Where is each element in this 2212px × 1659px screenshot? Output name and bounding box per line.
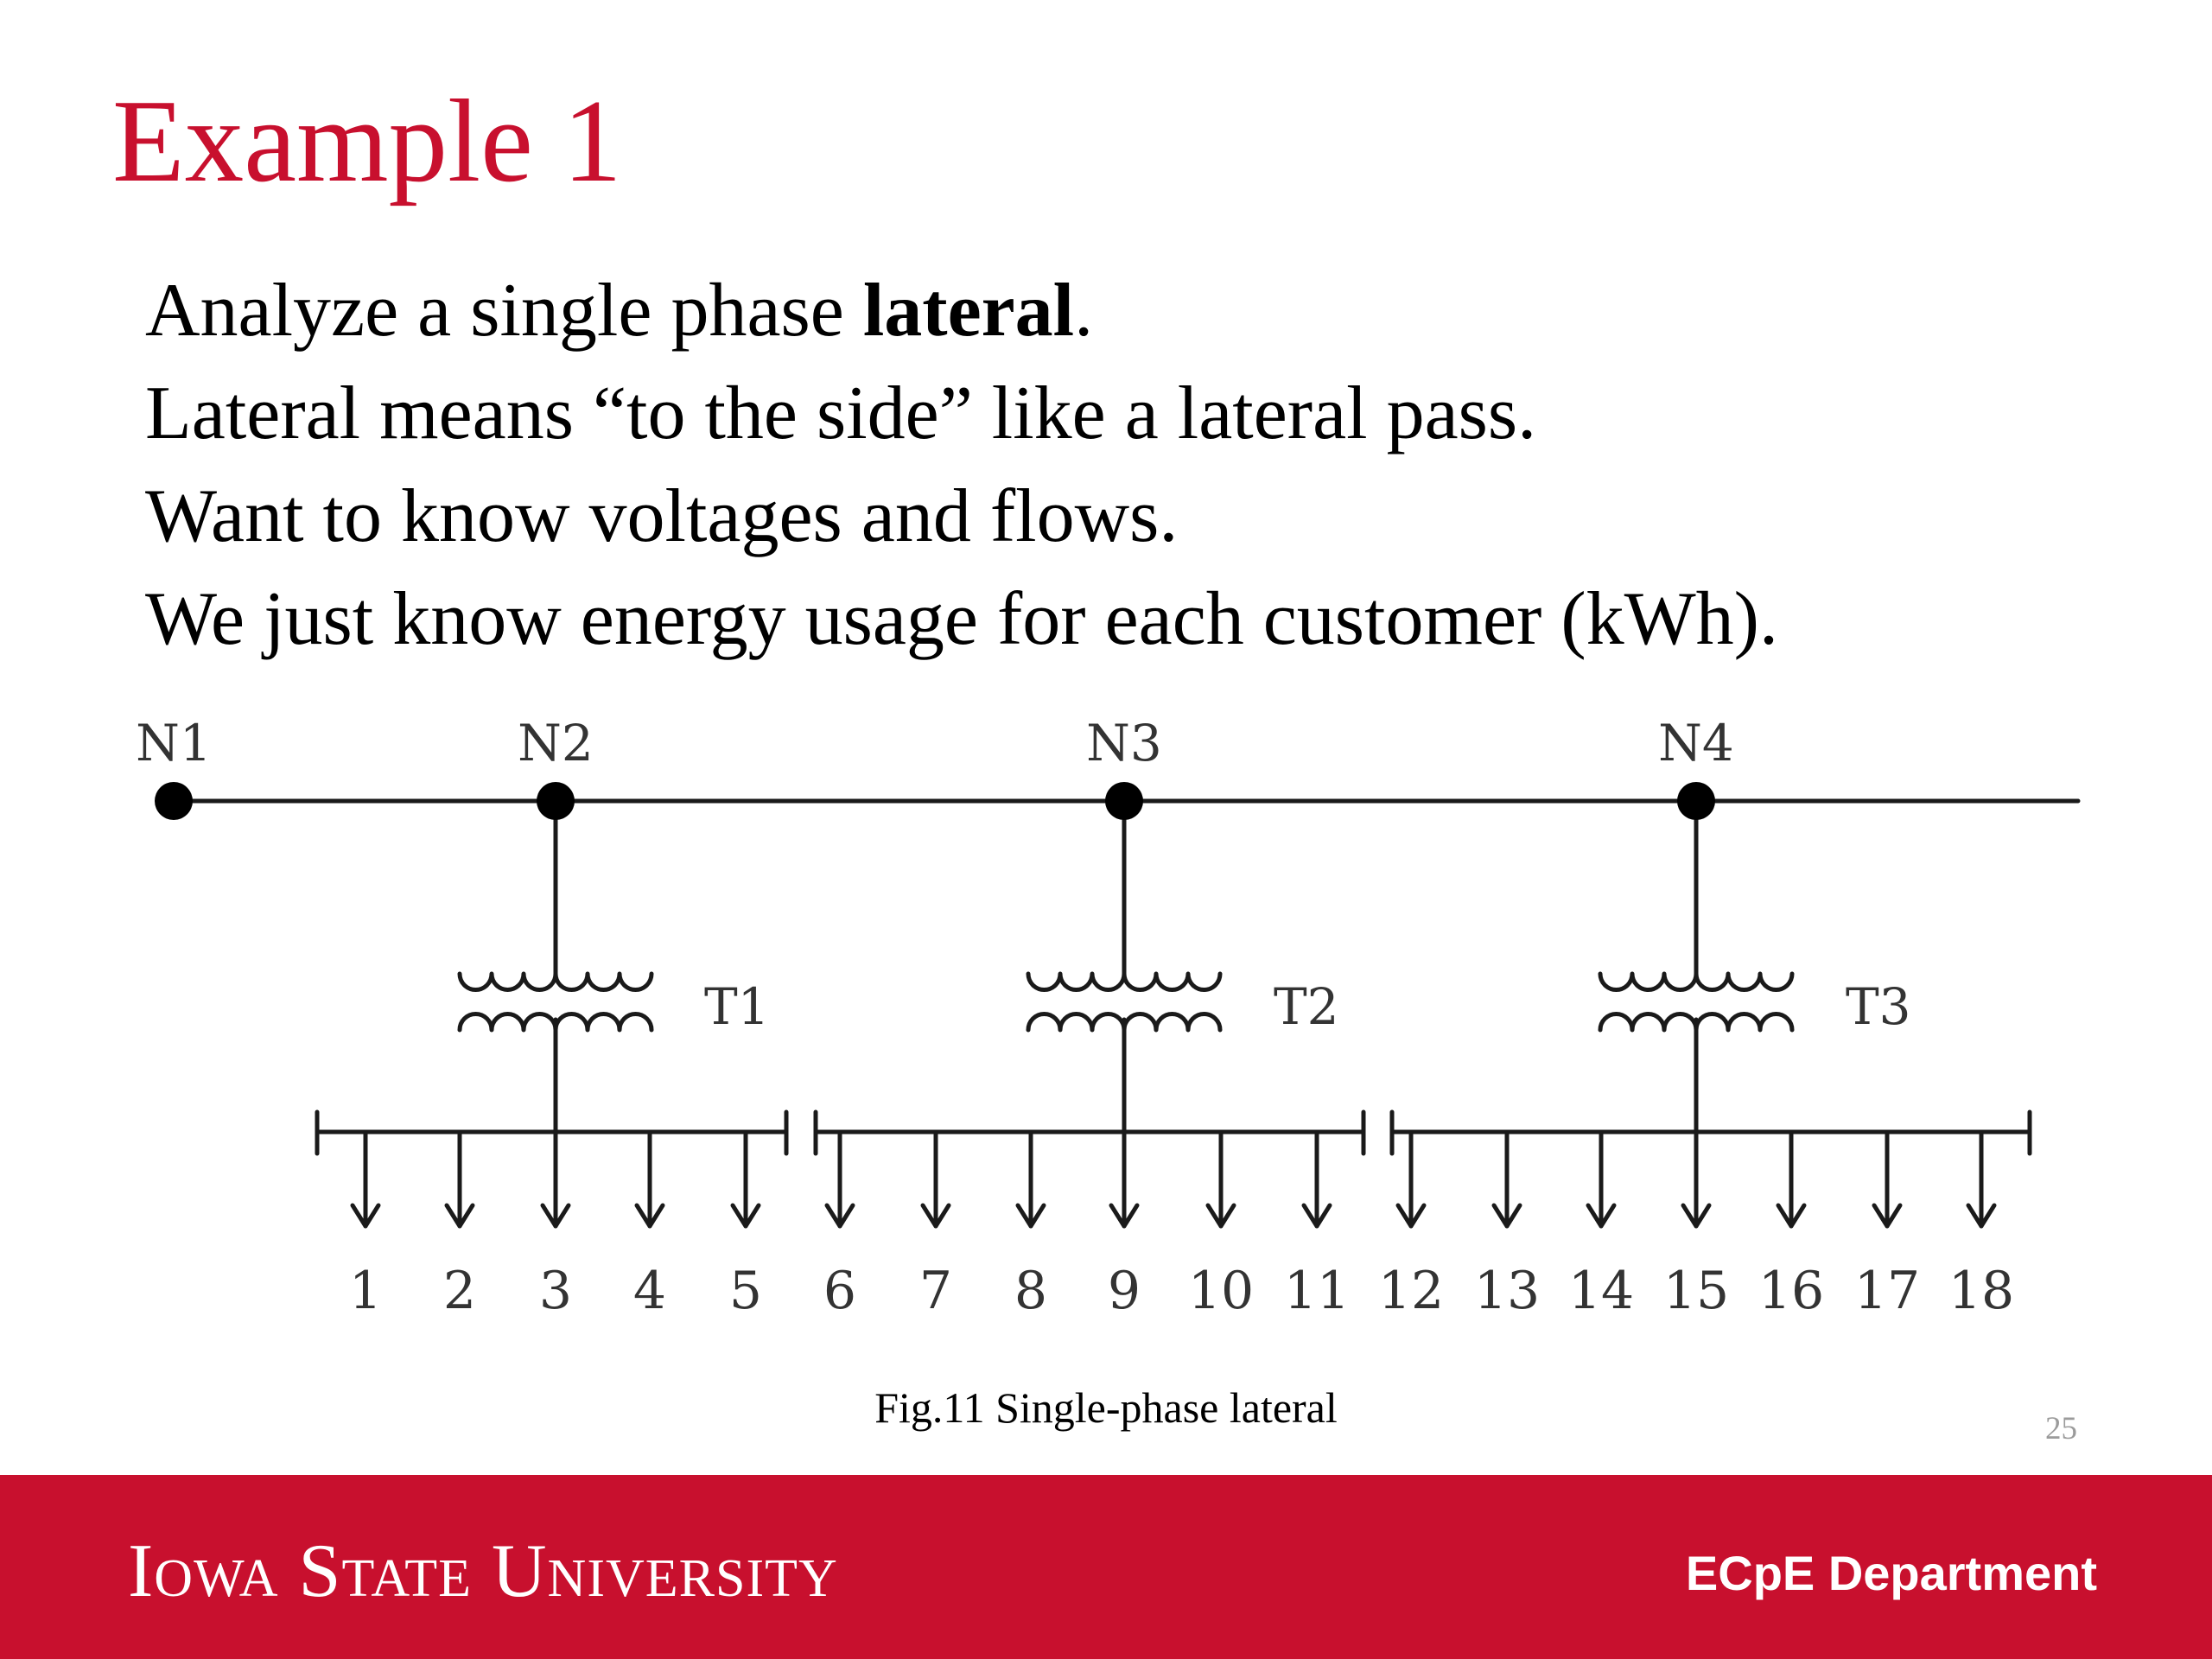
customer-number: 12 — [1378, 1261, 1444, 1321]
bullet-item: Analyze a single phase lateral. — [145, 259, 1778, 362]
load-arrow — [1776, 1129, 1807, 1229]
customer-load-arrows — [350, 1129, 1997, 1229]
transformer-label: T3 — [1846, 977, 1911, 1036]
bullet-list: Analyze a single phase lateral. Lateral … — [145, 259, 1778, 671]
transformer-label: T2 — [1274, 977, 1339, 1036]
transformer-t3-symbol — [1598, 971, 1795, 1033]
load-arrow — [824, 1129, 855, 1229]
node-label: N1 — [136, 714, 212, 772]
slide-title: Example 1 — [112, 75, 622, 207]
figure-caption: Fig.11 Single-phase lateral — [874, 1383, 1338, 1432]
customer-number: 13 — [1474, 1261, 1540, 1321]
load-arrow — [920, 1129, 951, 1229]
customer-number: 1 — [349, 1261, 382, 1321]
customer-number: 3 — [539, 1261, 572, 1321]
customer-number: 16 — [1758, 1261, 1824, 1321]
secondary-bus-t2 — [813, 1109, 1366, 1156]
bullet-item: We just know energy usage for each custo… — [145, 577, 1778, 661]
transformer-t1-symbol — [457, 971, 654, 1033]
node-dot — [1105, 782, 1143, 820]
customer-number: 6 — [823, 1261, 856, 1321]
node-dot — [155, 782, 193, 820]
university-wordmark: Iowa State University — [128, 1529, 838, 1613]
customer-number: 18 — [1948, 1261, 2014, 1321]
load-arrow — [1586, 1129, 1617, 1229]
transformer-label: T1 — [704, 977, 770, 1036]
load-arrow — [1681, 1129, 1712, 1229]
load-arrow — [1205, 1129, 1236, 1229]
node-label: N2 — [518, 714, 594, 772]
bullet-item: Lateral means “to the side” like a later… — [145, 372, 1537, 455]
load-arrow — [1966, 1129, 1997, 1229]
bullet-text: Analyze a single phase — [145, 269, 863, 353]
customer-number: 15 — [1663, 1261, 1729, 1321]
node-dots — [155, 782, 1715, 820]
secondary-bus-t1 — [315, 1109, 789, 1156]
department-label: ECpE Department — [1685, 1546, 2097, 1600]
load-arrow — [350, 1129, 381, 1229]
customer-number: 8 — [1014, 1261, 1047, 1321]
customer-number: 7 — [919, 1261, 952, 1321]
load-arrow — [1301, 1129, 1332, 1229]
customer-number: 14 — [1568, 1261, 1634, 1321]
node-label: N3 — [1086, 714, 1162, 772]
node-label: N4 — [1658, 714, 1734, 772]
customer-number: 17 — [1854, 1261, 1920, 1321]
load-arrow — [540, 1129, 571, 1229]
footer-bar: Iowa State University ECpE Department — [0, 1475, 2212, 1659]
load-arrow — [730, 1129, 761, 1229]
load-arrow — [1491, 1129, 1522, 1229]
customer-number: 4 — [633, 1261, 666, 1321]
customer-number: 2 — [443, 1261, 476, 1321]
load-arrow — [1015, 1129, 1046, 1229]
customer-number: 11 — [1284, 1261, 1350, 1321]
load-arrow — [634, 1129, 665, 1229]
slide-number: 25 — [2045, 1411, 2077, 1446]
load-arrow — [444, 1129, 475, 1229]
bullet-bold-term: lateral — [862, 269, 1075, 353]
node-dot — [537, 782, 575, 820]
node-dot — [1677, 782, 1715, 820]
secondary-bus-t3 — [1389, 1109, 2032, 1156]
customer-number: 10 — [1188, 1261, 1254, 1321]
customer-number: 9 — [1108, 1261, 1141, 1321]
transformer-t2-symbol — [1026, 971, 1223, 1033]
bullet-text-end: . — [1074, 269, 1094, 353]
load-arrow — [1872, 1129, 1903, 1229]
customer-number: 5 — [729, 1261, 762, 1321]
load-arrow — [1109, 1129, 1140, 1229]
load-arrow — [1395, 1129, 1427, 1229]
bullet-item: Want to know voltages and flows. — [145, 474, 1179, 558]
